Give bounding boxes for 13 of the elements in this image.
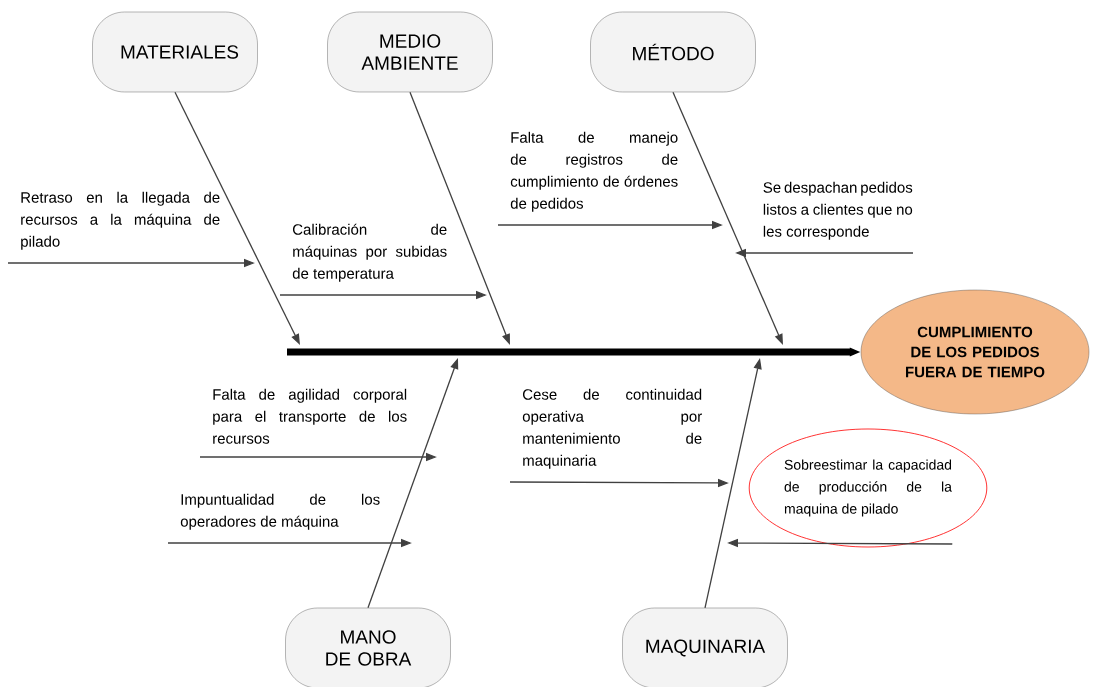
cause-text: Se despachan pedidos listos a clientes que no les corresponde	[763, 181, 913, 240]
cause-text: Falta de agilidad corporal para el transporte de los recursos	[213, 388, 407, 444]
category-box: MANO DE OBRA	[285, 607, 451, 687]
category-box: MEDIO AMBIENTE	[327, 11, 493, 93]
cause-text: Retraso en la llegada de recursos a la máquina de pilado	[21, 191, 220, 250]
category-box: MATERIALES	[92, 11, 258, 93]
cause-text: Falta de manejo de registros de cumplimiento de órdenes de pedidos	[510, 131, 678, 212]
category-box: MAQUINARIA	[622, 607, 788, 687]
category-box: MÉTODO	[590, 11, 756, 93]
cause-text: Impuntualidad de los operadores de máquina	[180, 493, 380, 530]
cause-text: Calibración de máquinas por subidas de temperatura	[292, 223, 447, 282]
cause-text: Cese de continuidad operativa por mantenimiento de maquinaria	[522, 388, 702, 469]
circled-cause: Sobreestimar la capacidad de producción de la maquina de pilado	[748, 428, 988, 548]
